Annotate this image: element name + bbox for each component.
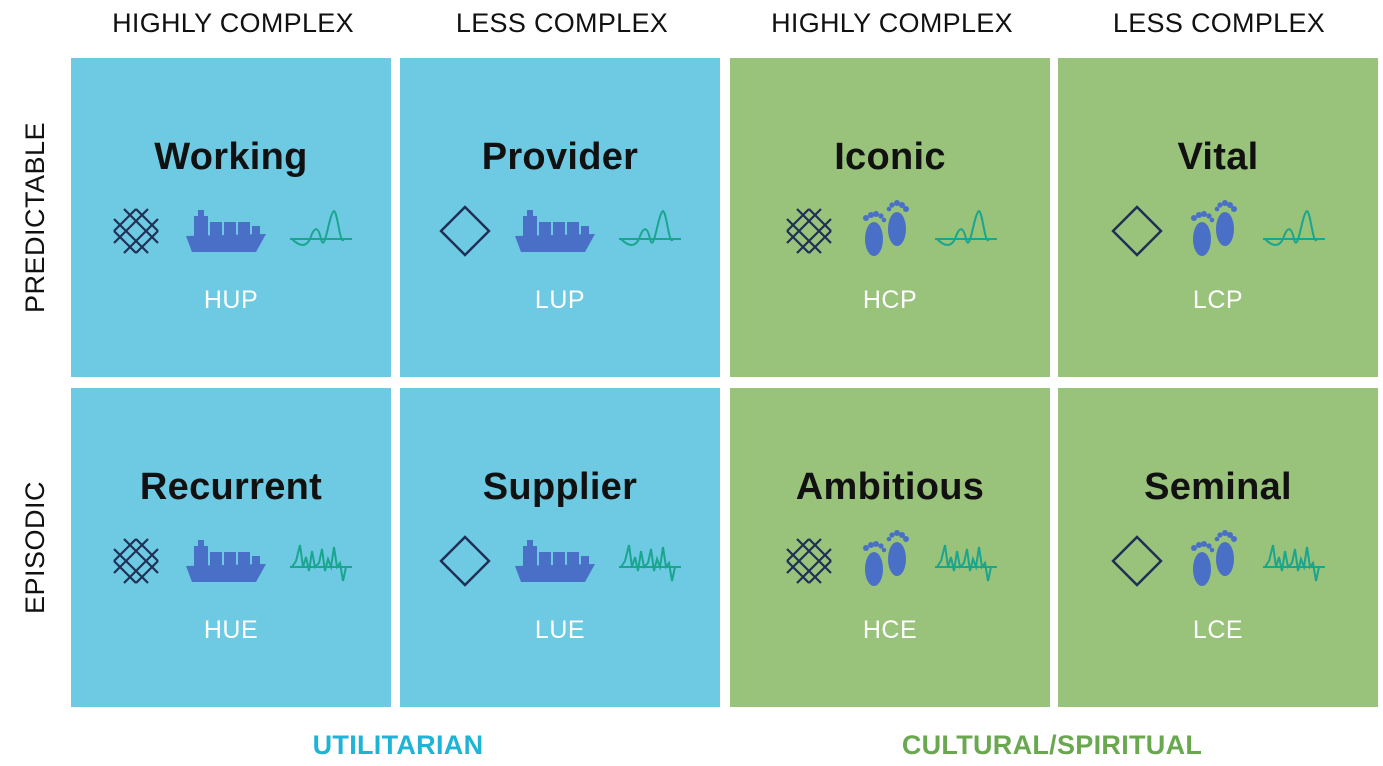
cell-hup: Working HUP <box>71 58 391 377</box>
diamond-cycle-icon <box>1109 203 1165 259</box>
smooth-wave-icon <box>617 207 683 255</box>
column-header-highly-complex-utilitarian: HIGHLY COMPLEX <box>112 8 354 38</box>
cell-code: LCP <box>1192 286 1244 314</box>
cell-title: Supplier <box>482 466 638 508</box>
cell-code: HUE <box>203 616 259 644</box>
ship-icon <box>184 208 268 254</box>
cell-code: LCE <box>1192 616 1244 644</box>
cell-title: Recurrent <box>139 466 323 508</box>
smooth-wave-icon <box>933 207 999 255</box>
row-label-episodic: EPISODIC <box>20 480 51 615</box>
row-label-predictable: PREDICTABLE <box>20 121 51 314</box>
ship-icon <box>184 538 268 584</box>
cell-icons <box>71 531 391 591</box>
cell-icons <box>1058 529 1378 593</box>
cell-icons <box>400 201 720 261</box>
cell-icons <box>1058 199 1378 263</box>
lattice-icon <box>781 533 837 589</box>
cell-icons <box>730 199 1050 263</box>
cell-code: HCE <box>862 616 918 644</box>
cell-icons <box>71 201 391 261</box>
ship-icon <box>513 208 597 254</box>
cell-title: Seminal <box>1144 466 1292 508</box>
cell-lce: Seminal LCE <box>1058 388 1378 707</box>
footprints-icon <box>857 199 913 263</box>
diamond-cycle-icon <box>1109 533 1165 589</box>
column-header-less-complex-cultural: LESS COMPLEX <box>1112 8 1326 38</box>
jagged-wave-icon <box>617 537 683 585</box>
cell-title: Provider <box>481 136 639 178</box>
cell-code: HCP <box>862 286 918 314</box>
footprints-icon <box>1185 199 1241 263</box>
cell-icons <box>730 529 1050 593</box>
cell-code: HUP <box>203 286 259 314</box>
cell-lue: Supplier LUE <box>400 388 720 707</box>
lattice-icon <box>108 203 164 259</box>
cell-title: Iconic <box>834 136 946 178</box>
cell-hcp: Iconic HCP <box>730 58 1050 377</box>
cell-code: LUP <box>534 286 586 314</box>
cell-icons <box>400 531 720 591</box>
group-label-utilitarian: UTILITARIAN <box>312 730 484 760</box>
smooth-wave-icon <box>1261 207 1327 255</box>
diamond-cycle-icon <box>437 203 493 259</box>
group-label-cultural: CULTURAL/SPIRITUAL <box>901 730 1203 760</box>
cell-lup: Provider LUP <box>400 58 720 377</box>
cell-code: LUE <box>534 616 586 644</box>
ship-icon <box>513 538 597 584</box>
jagged-wave-icon <box>288 537 354 585</box>
cell-hue: Recurrent HUE <box>71 388 391 707</box>
cell-title: Working <box>154 136 308 178</box>
jagged-wave-icon <box>933 537 999 585</box>
footprints-icon <box>1185 529 1241 593</box>
lattice-icon <box>781 203 837 259</box>
column-header-highly-complex-cultural: HIGHLY COMPLEX <box>771 8 1013 38</box>
diamond-cycle-icon <box>437 533 493 589</box>
footprints-icon <box>857 529 913 593</box>
smooth-wave-icon <box>288 207 354 255</box>
cell-lcp: Vital LCP <box>1058 58 1378 377</box>
cell-title: Ambitious <box>795 466 985 508</box>
lattice-icon <box>108 533 164 589</box>
cell-hce: Ambitious HCE <box>730 388 1050 707</box>
column-header-less-complex-utilitarian: LESS COMPLEX <box>455 8 669 38</box>
cell-title: Vital <box>1177 136 1259 178</box>
jagged-wave-icon <box>1261 537 1327 585</box>
